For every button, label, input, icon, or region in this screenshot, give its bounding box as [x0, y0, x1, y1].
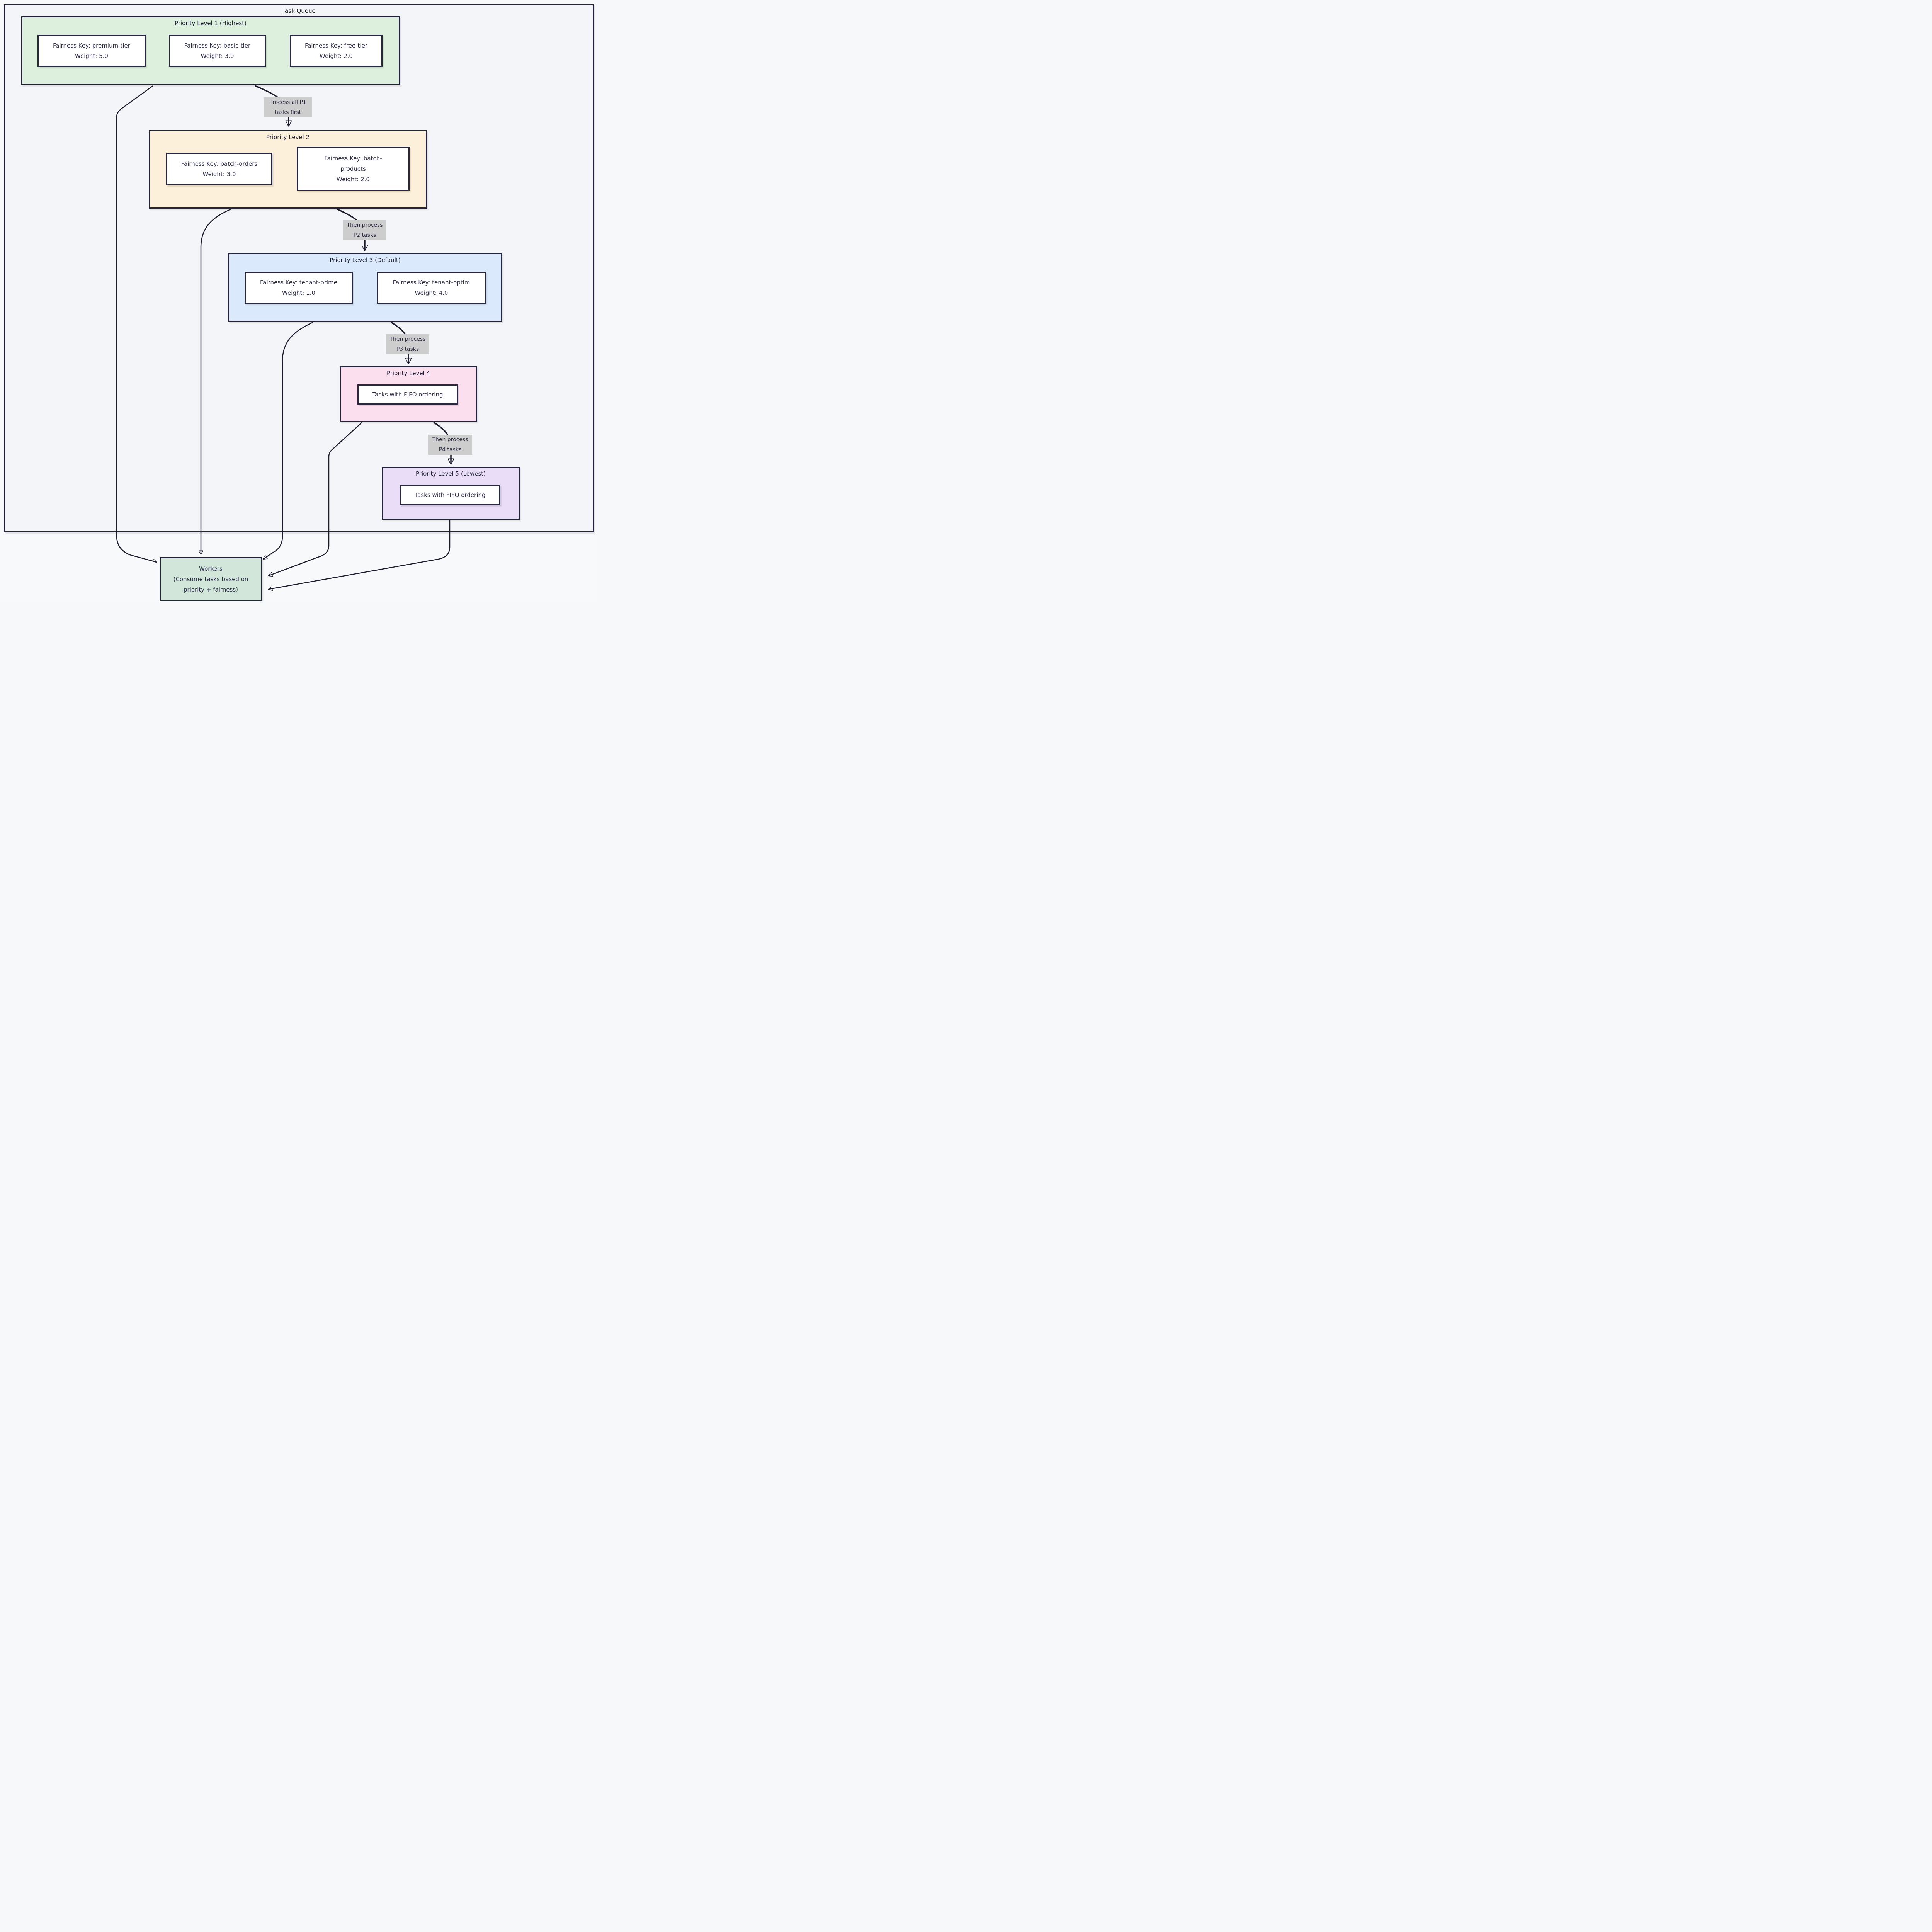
edge-label-then-process-p4: Then process P4 tasks	[428, 435, 472, 455]
node-text-line: Weight: 1.0	[282, 289, 315, 296]
node-text-line: Fairness Key: free-tier	[304, 42, 367, 49]
edge-label-line: Then process	[432, 437, 468, 443]
edge-label-then-process-p2: Then process P2 tasks	[343, 220, 386, 240]
priority-level-5-title: Priority Level 5 (Lowest)	[416, 470, 486, 477]
node-text-line: Weight: 3.0	[202, 170, 236, 178]
flowchart-canvas: Task Queue Priority Level 1 (Highest) Pr…	[0, 0, 596, 601]
node-text-line: products	[340, 165, 366, 172]
node-text-line: Fairness Key: premium-tier	[53, 42, 130, 49]
edge-label-line: P2 tasks	[353, 232, 376, 238]
edge-label-line: Then process	[347, 222, 383, 228]
fairness-node-premium-tier: Fairness Key: premium-tier Weight: 5.0	[37, 35, 146, 67]
node-text-line: Fairness Key: tenant-prime	[260, 279, 337, 286]
workers-text-line: (Consume tasks based on	[173, 575, 248, 583]
node-text-line: Fairness Key: batch-orders	[181, 160, 258, 167]
fairness-node-tenant-optim: Fairness Key: tenant-optim Weight: 4.0	[377, 272, 486, 304]
workers-text-line: priority + fairness)	[184, 586, 238, 593]
node-text-line: Fairness Key: tenant-optim	[393, 279, 470, 286]
node-text-line: Weight: 2.0	[320, 52, 353, 60]
node-text-line: Fairness Key: basic-tier	[184, 42, 251, 49]
fairness-node-batch-orders: Fairness Key: batch-orders Weight: 3.0	[166, 153, 272, 185]
task-queue-title: Task Queue	[282, 7, 316, 14]
node-text-line: Fairness Key: batch-	[324, 155, 382, 162]
fairness-node-tenant-prime: Fairness Key: tenant-prime Weight: 1.0	[245, 272, 353, 304]
priority-level-4-title: Priority Level 4	[386, 370, 430, 377]
priority-level-3-title: Priority Level 3 (Default)	[330, 257, 401, 264]
fairness-node-basic-tier: Fairness Key: basic-tier Weight: 3.0	[169, 35, 266, 67]
edge-label-process-all-p1: Process all P1 tasks first	[264, 97, 312, 117]
node-text-line: Tasks with FIFO ordering	[372, 391, 443, 398]
fairness-node-batch-products: Fairness Key: batch- products Weight: 2.…	[297, 147, 410, 191]
edge-label-line: Process all P1	[269, 99, 306, 105]
priority-level-1-title: Priority Level 1 (Highest)	[175, 20, 247, 27]
node-text-line: Weight: 5.0	[75, 52, 108, 60]
edge-label-then-process-p3: Then process P3 tasks	[386, 334, 429, 354]
node-text-line: Weight: 3.0	[201, 52, 234, 60]
node-text-line: Weight: 4.0	[415, 289, 448, 296]
fifo-node-level-4: Tasks with FIFO ordering	[357, 384, 458, 405]
workers-text-line: Workers	[199, 565, 223, 572]
edge-label-line: P3 tasks	[396, 346, 419, 352]
edge-label-line: tasks first	[274, 109, 301, 116]
fairness-node-free-tier: Fairness Key: free-tier Weight: 2.0	[290, 35, 383, 67]
workers-node: Workers (Consume tasks based on priority…	[160, 557, 262, 601]
node-text-line: Tasks with FIFO ordering	[415, 491, 486, 498]
fifo-node-level-5: Tasks with FIFO ordering	[400, 485, 500, 505]
edge-label-line: P4 tasks	[439, 447, 462, 453]
node-text-line: Weight: 2.0	[337, 175, 370, 183]
priority-level-2-title: Priority Level 2	[266, 134, 310, 141]
edge-label-line: Then process	[389, 336, 426, 342]
